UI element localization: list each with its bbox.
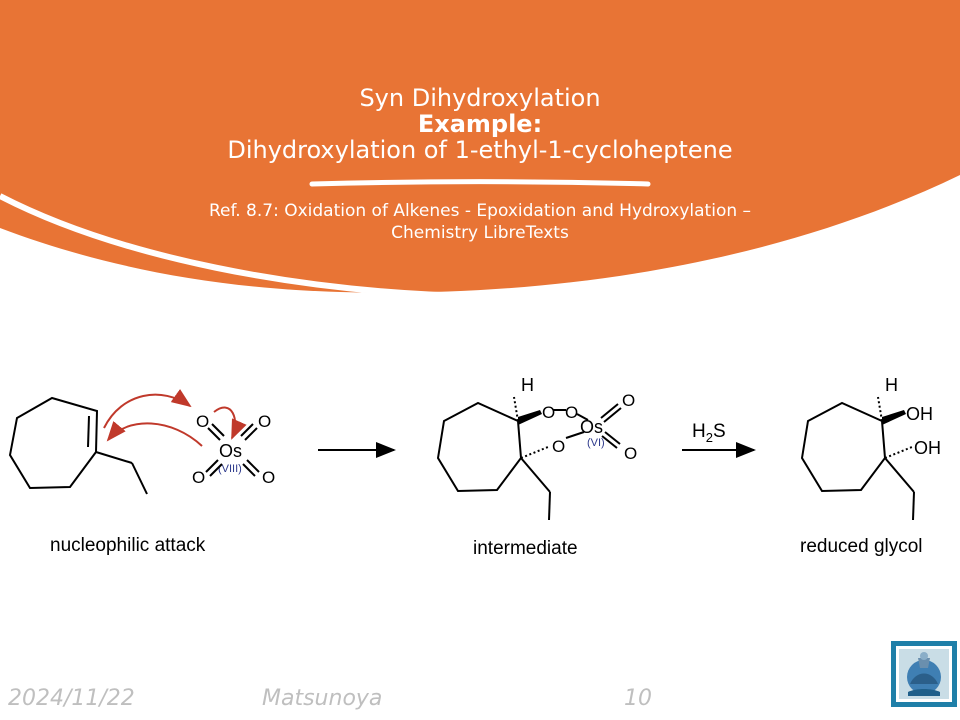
footer-page-number: 10 bbox=[624, 686, 652, 711]
oxygen-label: O bbox=[624, 444, 637, 463]
oxygen-label: O bbox=[196, 412, 209, 431]
hydrogen-label: H bbox=[521, 375, 534, 395]
reference-line-1: Ref. 8.7: Oxidation of Alkenes - Epoxida… bbox=[208, 201, 752, 221]
oxygen-label: O bbox=[565, 403, 578, 422]
hydroxyl-label: OH bbox=[914, 438, 941, 458]
title-line-1: Syn Dihydroxylation bbox=[359, 84, 601, 112]
reference-text: Ref. 8.7: Oxidation of Alkenes - Epoxida… bbox=[0, 200, 960, 244]
oxygen-label: O bbox=[542, 403, 555, 422]
title-line-3: Dihydroxylation of 1-ethyl-1-cyclohepten… bbox=[227, 136, 733, 164]
diol-product: H OH OH bbox=[800, 375, 941, 521]
reagent-label: H2S bbox=[692, 421, 726, 445]
osmium-label: Os bbox=[580, 417, 603, 437]
reference-line-2: Chemistry LibreTexts bbox=[391, 223, 569, 243]
slide-title: Syn Dihydroxylation Example: Dihydroxyla… bbox=[0, 84, 960, 164]
oxygen-label: O bbox=[262, 468, 275, 487]
cycloheptene-molecule bbox=[8, 396, 148, 495]
oxygen-label: O bbox=[192, 468, 205, 487]
electron-arrows bbox=[103, 389, 247, 447]
footer-author: Matsunoya bbox=[262, 686, 383, 711]
oxidation-state-label: (VIII) bbox=[218, 463, 242, 475]
oxygen-label: O bbox=[258, 412, 271, 431]
oxidation-state-label: (VI) bbox=[587, 437, 605, 449]
label-reduced-glycol: reduced glycol bbox=[800, 536, 923, 557]
osmium-label: Os bbox=[219, 441, 242, 461]
label-nucleophilic-attack: nucleophilic attack bbox=[50, 535, 206, 556]
hydrogen-label: H bbox=[885, 375, 898, 395]
osmate-ester-intermediate: H O O O Os (VI) O O bbox=[436, 375, 637, 521]
logo-icon bbox=[891, 641, 957, 707]
label-intermediate: intermediate bbox=[473, 538, 578, 559]
header-background bbox=[0, 0, 960, 300]
oxygen-label: O bbox=[552, 437, 565, 456]
reaction-scheme: O O Os (VIII) O O H O bbox=[8, 375, 941, 521]
osmium-tetroxide: O O Os (VIII) O O bbox=[192, 412, 275, 487]
oxygen-label: O bbox=[622, 391, 635, 410]
title-line-2: Example: bbox=[417, 110, 543, 138]
footer-date: 2024/11/22 bbox=[8, 686, 135, 711]
hydroxyl-label: OH bbox=[906, 404, 933, 424]
